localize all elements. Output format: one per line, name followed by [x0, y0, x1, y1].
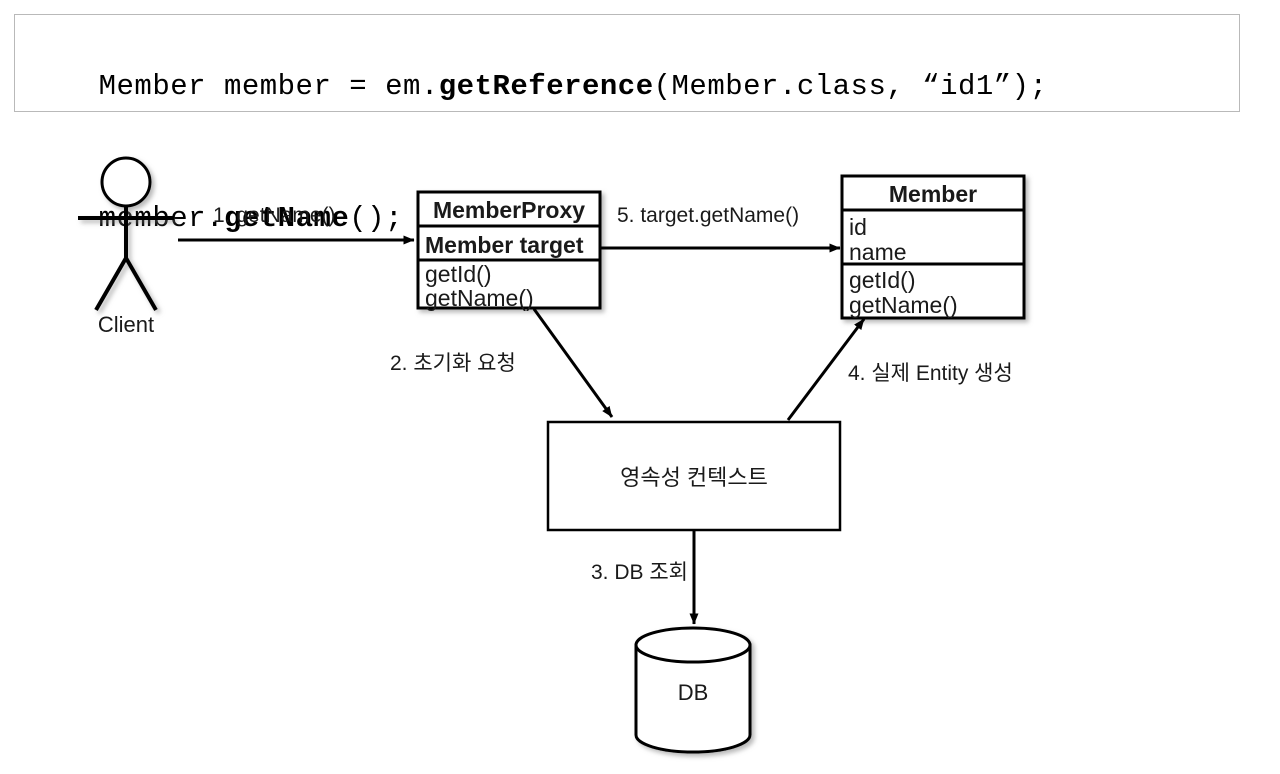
edge-5-label: 5. target.getName()	[617, 204, 799, 227]
class-attribute-member-proxy-0: Member target	[425, 232, 584, 258]
class-method-member-0: getId()	[849, 267, 915, 293]
node-database	[634, 626, 752, 754]
code-line-1-part-2: (Member.class, “id1”);	[653, 70, 1048, 103]
edge-3-label: 3. DB 조회	[591, 561, 688, 584]
actor-client	[78, 156, 174, 311]
class-title-member: Member	[889, 181, 977, 207]
class-box-member-proxy	[416, 190, 602, 310]
code-line-2-part-2: ();	[349, 202, 403, 235]
edge-4-label: 4. 실제 Entity 생성	[848, 362, 1013, 385]
class-title-member-proxy: MemberProxy	[433, 197, 585, 223]
code-snippet-box: Member member = em.getReference(Member.c…	[14, 14, 1240, 235]
class-method-member-proxy-0: getId()	[425, 261, 491, 287]
node-persistence-context-label: 영속성 컨텍스트	[620, 465, 768, 490]
actor-client-label: Client	[98, 312, 154, 337]
uml-sequence-diagram: Client 1. getName() MemberProxy Member t…	[78, 156, 1026, 754]
code-line-2-part-1: getName	[223, 202, 350, 235]
class-box-member	[840, 174, 1026, 320]
actor-left-leg	[94, 257, 128, 311]
database-cylinder-top	[634, 626, 752, 664]
class-box-member-proxy-frame	[416, 190, 602, 310]
edge-2-label: 2. 초기화 요청	[390, 352, 516, 375]
actor-head-icon	[100, 156, 152, 208]
node-database-label: DB	[678, 680, 709, 705]
edge-1-label: 1. getName()	[213, 204, 336, 227]
class-method-member-proxy-1: getName()	[425, 285, 534, 311]
class-method-member-1: getName()	[849, 292, 958, 318]
class-attribute-member-1: name	[849, 239, 907, 265]
class-attribute-member-0: id	[849, 214, 867, 240]
edge-4-arrow	[786, 318, 866, 421]
code-line-1-part-0: Member member = em.	[98, 70, 439, 103]
actor-right-leg	[124, 257, 158, 311]
edge-2-arrow	[532, 308, 614, 418]
database-cylinder-body	[634, 643, 752, 754]
code-line-1-part-1: getReference	[438, 70, 654, 103]
code-line-1: Member member = em.getReference(Member.c…	[27, 21, 1229, 153]
class-box-member-frame	[840, 174, 1026, 320]
